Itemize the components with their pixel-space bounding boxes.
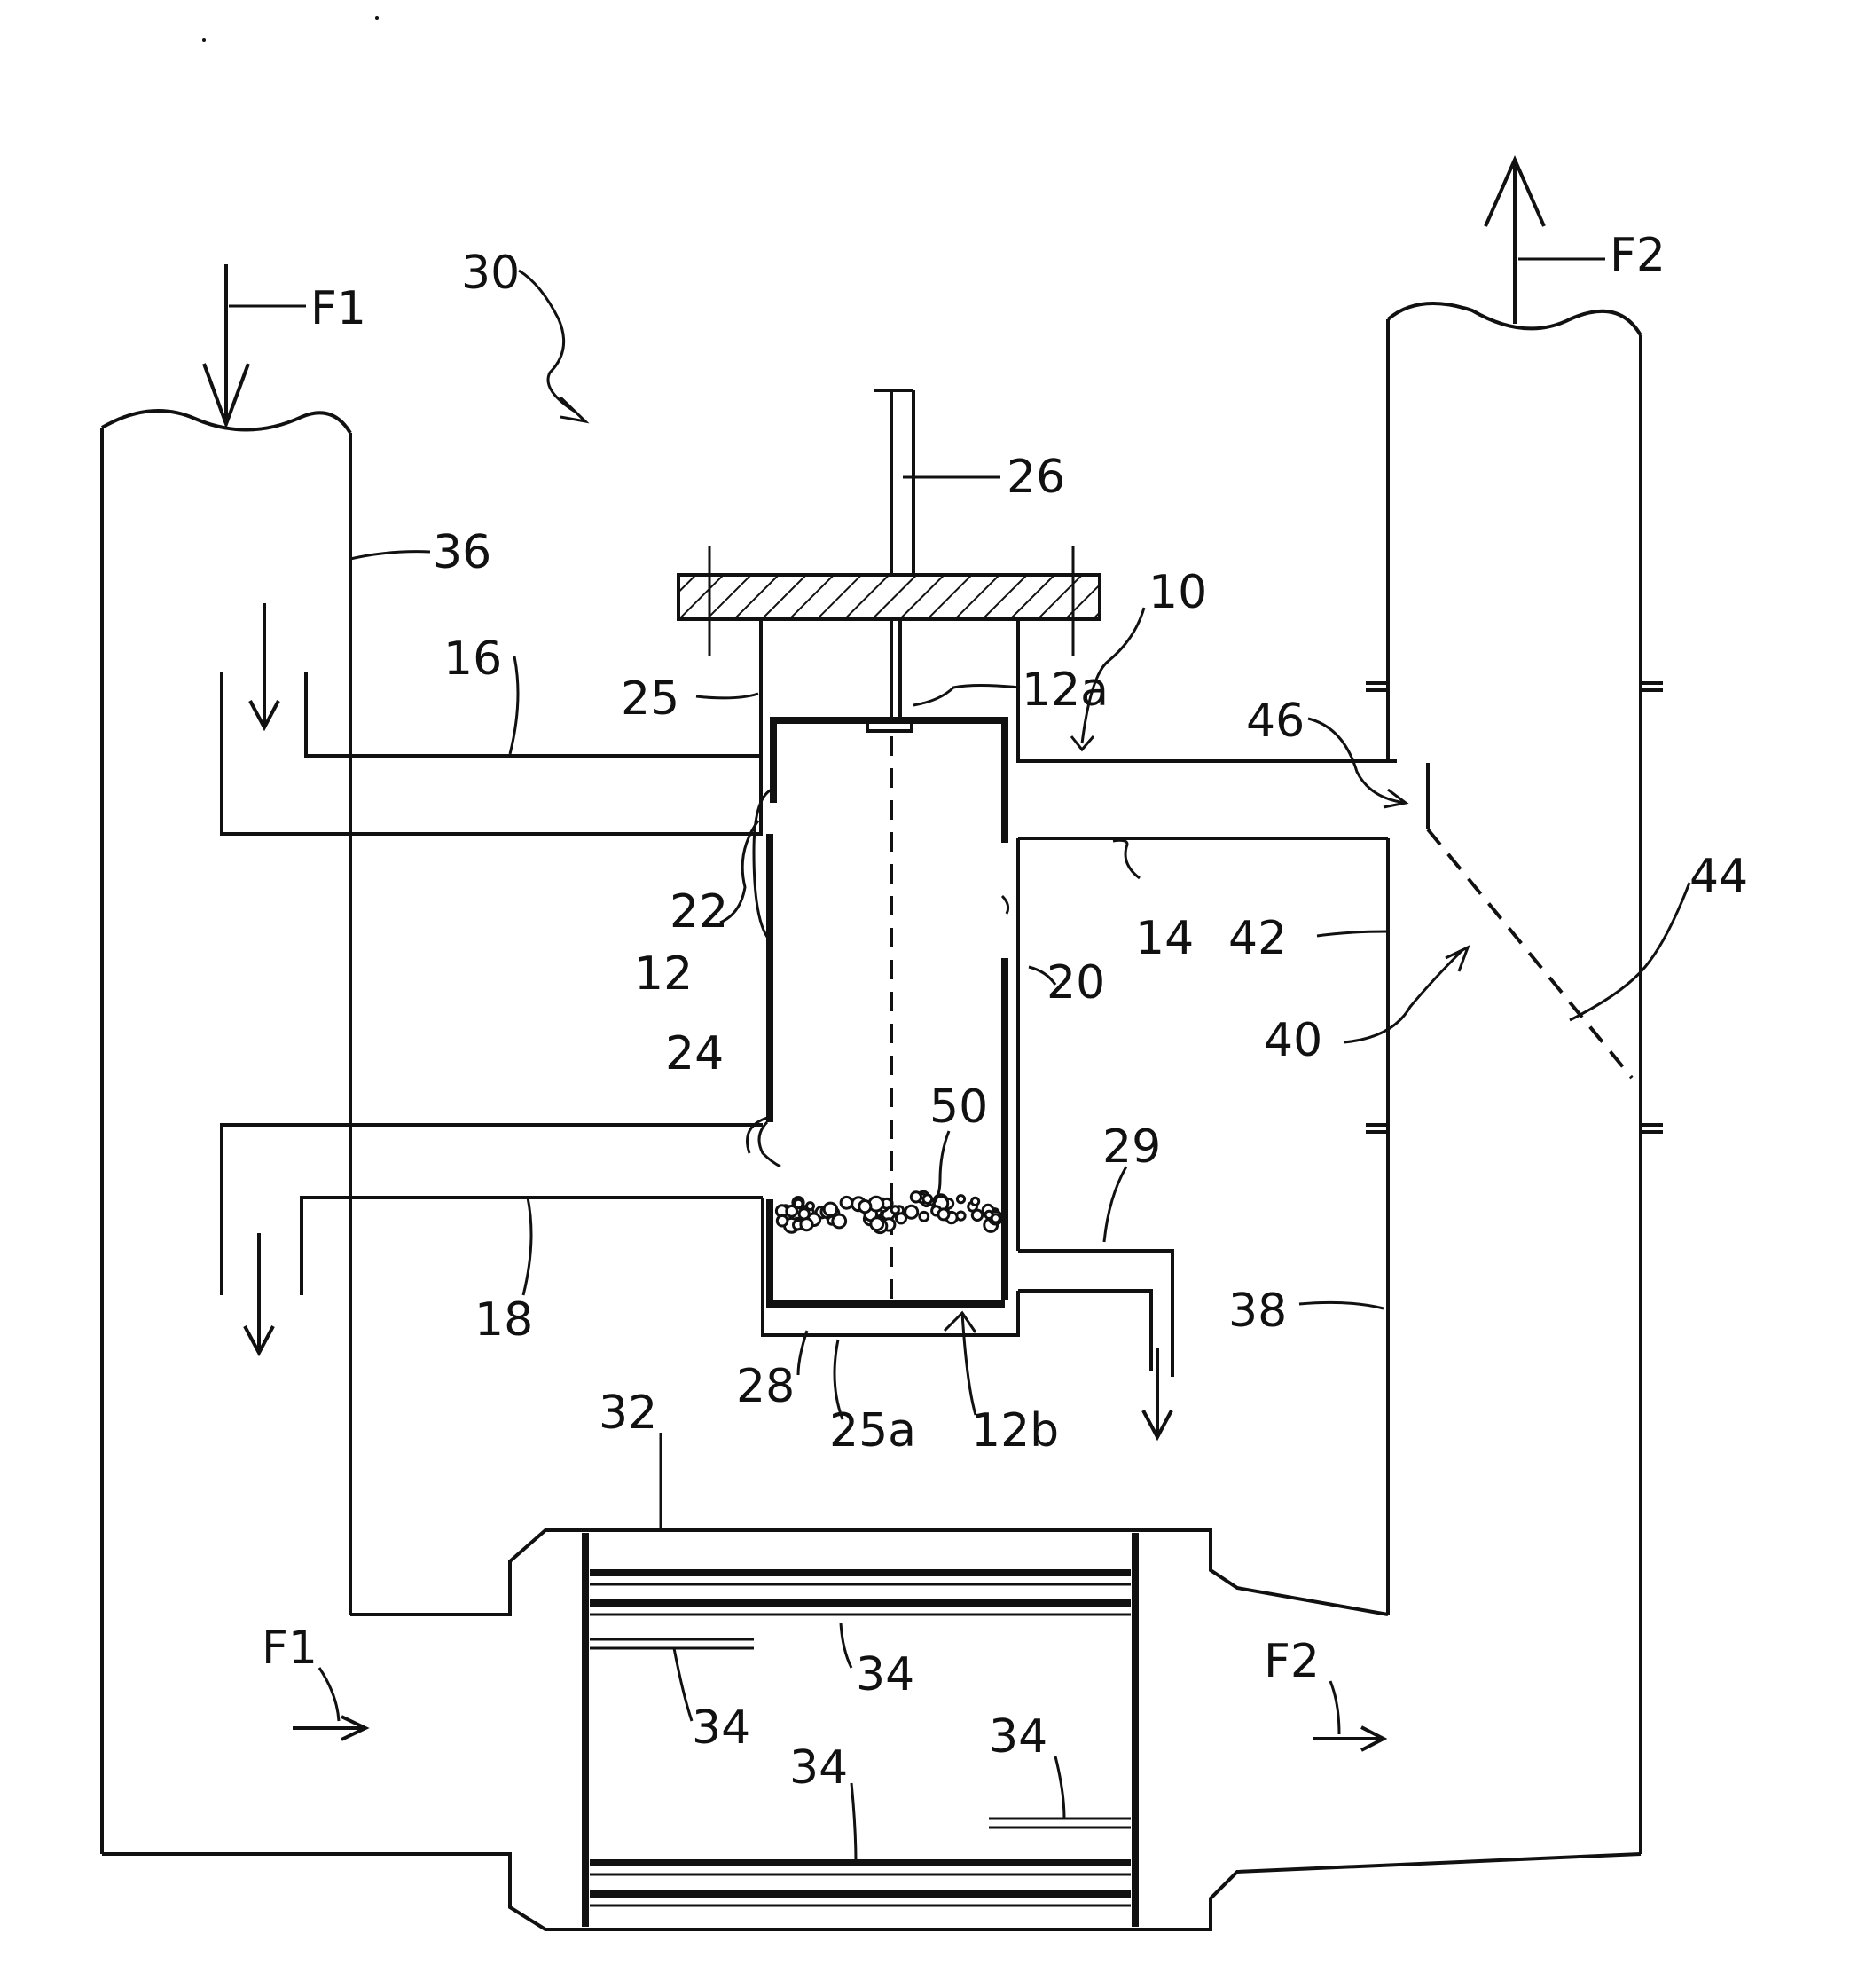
label-34-a: 34 xyxy=(856,1648,914,1701)
label-12b: 12b xyxy=(971,1404,1059,1458)
label-20: 20 xyxy=(1047,956,1105,1010)
label-f2-bottom: F2 xyxy=(1264,1635,1320,1688)
particle xyxy=(871,1218,883,1230)
particle xyxy=(787,1206,797,1216)
particle xyxy=(938,1209,949,1220)
particle xyxy=(859,1201,871,1213)
label-14: 14 xyxy=(1135,912,1194,965)
particulates-50 xyxy=(776,1191,1001,1233)
label-18: 18 xyxy=(474,1293,533,1347)
heat-exchanger-32 xyxy=(102,754,1641,1929)
label-26: 26 xyxy=(1007,451,1065,504)
label-42: 42 xyxy=(1228,912,1287,965)
label-24: 24 xyxy=(665,1027,724,1080)
label-34-c: 34 xyxy=(989,1710,1047,1764)
particle xyxy=(972,1210,982,1220)
label-34-b: 34 xyxy=(692,1701,750,1755)
label-12: 12 xyxy=(634,947,693,1001)
particle xyxy=(833,1214,846,1228)
label-30: 30 xyxy=(461,247,520,300)
label-22: 22 xyxy=(670,885,728,939)
label-f1-bottom: F1 xyxy=(262,1622,317,1675)
particle xyxy=(807,1203,814,1210)
label-25: 25 xyxy=(621,672,679,726)
particle xyxy=(891,1206,898,1214)
speck xyxy=(375,16,379,20)
label-40: 40 xyxy=(1264,1014,1322,1067)
particle xyxy=(841,1197,852,1208)
label-12a: 12a xyxy=(1022,664,1109,717)
particle xyxy=(985,1211,992,1218)
particle xyxy=(824,1203,836,1215)
outlet-pipe-38 xyxy=(1366,303,1663,1854)
label-10: 10 xyxy=(1148,566,1207,619)
label-44: 44 xyxy=(1689,850,1748,903)
label-46: 46 xyxy=(1246,695,1305,748)
label-36: 36 xyxy=(433,526,491,579)
label-38: 38 xyxy=(1228,1285,1287,1338)
label-29: 29 xyxy=(1102,1120,1161,1174)
label-32: 32 xyxy=(599,1387,657,1440)
flow-arrows xyxy=(204,160,1544,1750)
particle xyxy=(896,1214,905,1223)
label-16: 16 xyxy=(443,633,502,686)
upper-channel-16 xyxy=(222,672,761,834)
particle xyxy=(957,1196,964,1203)
label-34-d: 34 xyxy=(789,1741,848,1795)
label-28: 28 xyxy=(736,1360,795,1413)
flap-44 xyxy=(1428,763,1632,1078)
particle xyxy=(920,1212,929,1221)
leader-lines xyxy=(229,259,1689,1863)
lower-channel-18 xyxy=(222,1125,763,1295)
particle xyxy=(777,1215,788,1226)
particle xyxy=(801,1219,812,1230)
speck xyxy=(202,38,206,42)
label-f2-top: F2 xyxy=(1610,229,1666,282)
label-50: 50 xyxy=(929,1080,988,1134)
particle xyxy=(923,1195,932,1204)
particle xyxy=(911,1192,921,1202)
particle xyxy=(972,1198,979,1205)
label-f1-top: F1 xyxy=(310,282,366,335)
particle xyxy=(905,1206,918,1218)
label-25a: 25a xyxy=(829,1404,916,1458)
